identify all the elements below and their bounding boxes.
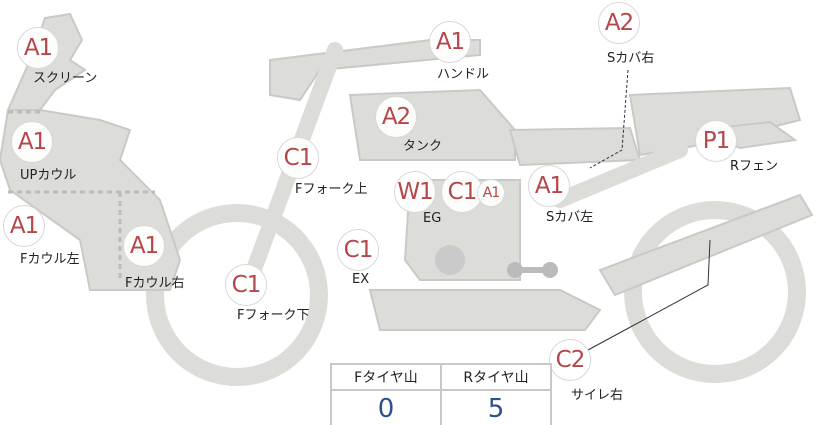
label-exhaust: EX [352, 272, 370, 287]
label-f-cowl-left: Fカウル左 [20, 252, 80, 267]
label-up-cowl: UPカウル [20, 168, 77, 183]
badge-tank[interactable]: A2 [375, 96, 417, 138]
label-screen: スクリーン [33, 71, 98, 86]
badge-side-cover-right[interactable]: A2 [598, 2, 640, 44]
label-f-fork-upper: Fフォーク上 [295, 182, 368, 197]
label-tank: タンク [403, 139, 443, 154]
badge-f-cowl-right[interactable]: A1 [123, 225, 165, 267]
front-wheel [146, 204, 328, 386]
badge-f-fork-upper[interactable]: C1 [277, 137, 319, 179]
badge-side-cover-left[interactable]: A1 [528, 165, 570, 207]
tire-tread-table: Fタイヤ山 Rタイヤ山 0 5 [330, 363, 552, 425]
badge-f-cowl-left[interactable]: A1 [3, 205, 45, 247]
front-tire-value: 0 [330, 389, 442, 425]
badge-handle[interactable]: A1 [429, 21, 471, 63]
label-rear-fender: Rフェン [730, 159, 779, 174]
label-f-cowl-right: Fカウル右 [125, 276, 185, 291]
badge-exhaust[interactable]: C1 [337, 229, 379, 271]
seat [508, 126, 642, 167]
exhaust [368, 289, 602, 331]
label-silencer-right: サイレ右 [571, 388, 624, 403]
badge-f-fork-lower[interactable]: C1 [225, 264, 267, 306]
badge-up-cowl[interactable]: A1 [11, 121, 53, 163]
muffler [598, 193, 814, 297]
badge-engine-a1[interactable]: A1 [477, 179, 505, 207]
badge-engine-c1[interactable]: C1 [441, 171, 483, 213]
badge-rear-fender[interactable]: P1 [695, 120, 737, 162]
badge-engine-w1[interactable]: W1 [394, 171, 436, 213]
label-f-fork-lower: Fフォーク下 [237, 308, 310, 323]
label-engine: EG [423, 211, 442, 226]
rear-tire-header: Rタイヤ山 [440, 363, 552, 391]
label-side-cover-left: Sカバ左 [546, 210, 594, 225]
rear-tire-value: 5 [440, 389, 552, 425]
badge-screen[interactable]: A1 [17, 27, 59, 69]
label-side-cover-right: Sカバ右 [607, 51, 655, 66]
rear-wheel [624, 201, 806, 383]
front-tire-header: Fタイヤ山 [330, 363, 442, 391]
label-handle: ハンドル [437, 67, 490, 82]
badge-silencer-right[interactable]: C2 [549, 339, 591, 381]
